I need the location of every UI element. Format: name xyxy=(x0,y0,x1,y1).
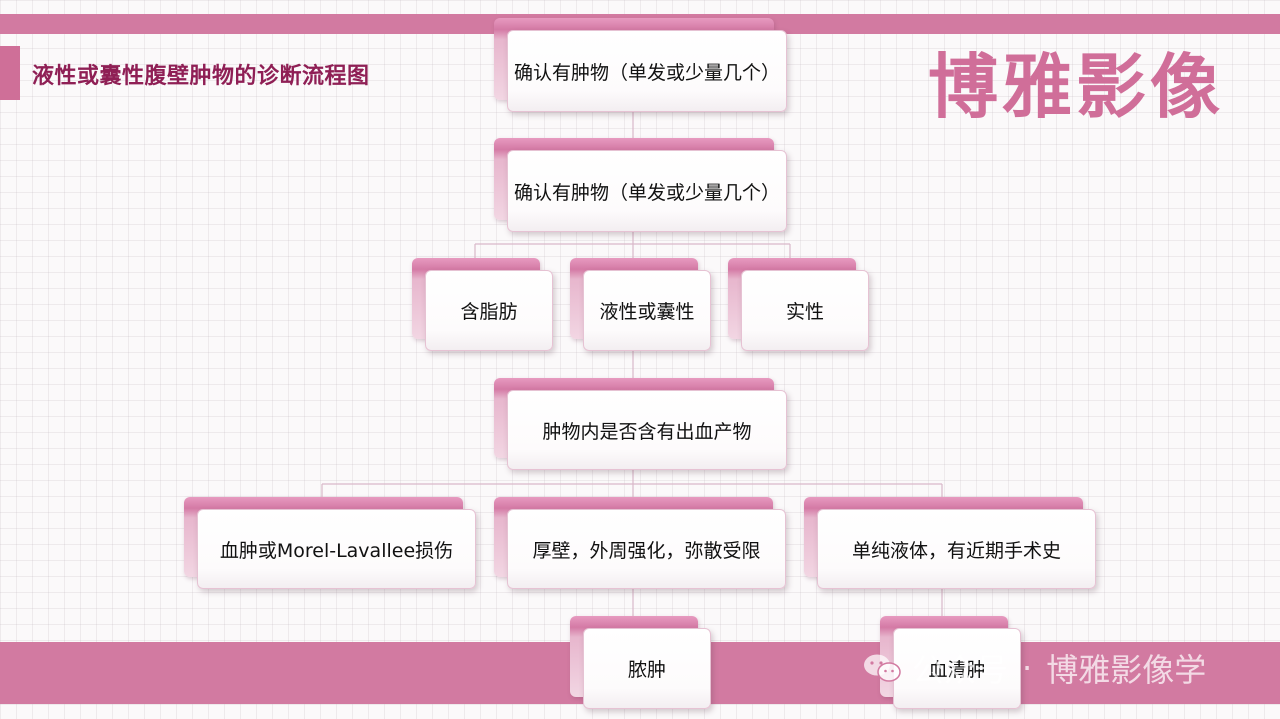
node-root-label: 确认有肿物（单发或少量几个） xyxy=(507,30,787,112)
node-blood-products: 肿物内是否含有出血产物 xyxy=(494,378,787,470)
node-abscess: 脓肿 xyxy=(570,616,711,709)
node-fat-label: 含脂肪 xyxy=(425,270,553,351)
brand-logo: 博雅影像 xyxy=(928,46,1224,128)
node-second-label: 确认有肿物（单发或少量几个） xyxy=(507,150,787,232)
page-title: 液性或囊性腹壁肿物的诊断流程图 xyxy=(32,64,370,89)
watermark-separator: · xyxy=(1022,649,1033,687)
node-root: 确认有肿物（单发或少量几个） xyxy=(494,18,787,112)
node-cystic-label: 液性或囊性 xyxy=(583,270,711,351)
node-hematoma: 血肿或Morel-Lavallee损伤 xyxy=(184,497,476,589)
node-simple-fluid: 单纯液体，有近期手术史 xyxy=(804,497,1096,589)
node-fat: 含脂肪 xyxy=(412,258,553,351)
node-seroma-label: 血清肿 xyxy=(893,628,1021,709)
watermark: 公众号 · 博雅影像学 xyxy=(862,646,1206,690)
node-second: 确认有肿物（单发或少量几个） xyxy=(494,138,787,232)
node-cystic: 液性或囊性 xyxy=(570,258,711,351)
node-solid: 实性 xyxy=(728,258,869,351)
title-accent-bar xyxy=(0,46,20,100)
node-seroma: 血清肿 xyxy=(880,616,1021,709)
node-solid-label: 实性 xyxy=(741,270,869,351)
watermark-prefix: 公众号 xyxy=(912,651,1009,689)
node-simple-fluid-label: 单纯液体，有近期手术史 xyxy=(817,509,1096,589)
node-hematoma-label: 血肿或Morel-Lavallee损伤 xyxy=(197,509,476,589)
wechat-icon xyxy=(864,654,901,682)
node-thick-wall: 厚壁，外周强化，弥散受限 xyxy=(494,497,786,589)
node-blood-products-label: 肿物内是否含有出血产物 xyxy=(507,390,787,470)
node-abscess-label: 脓肿 xyxy=(583,628,711,709)
node-thick-wall-label: 厚壁，外周强化，弥散受限 xyxy=(507,509,786,589)
watermark-account: 博雅影像学 xyxy=(1046,651,1207,689)
